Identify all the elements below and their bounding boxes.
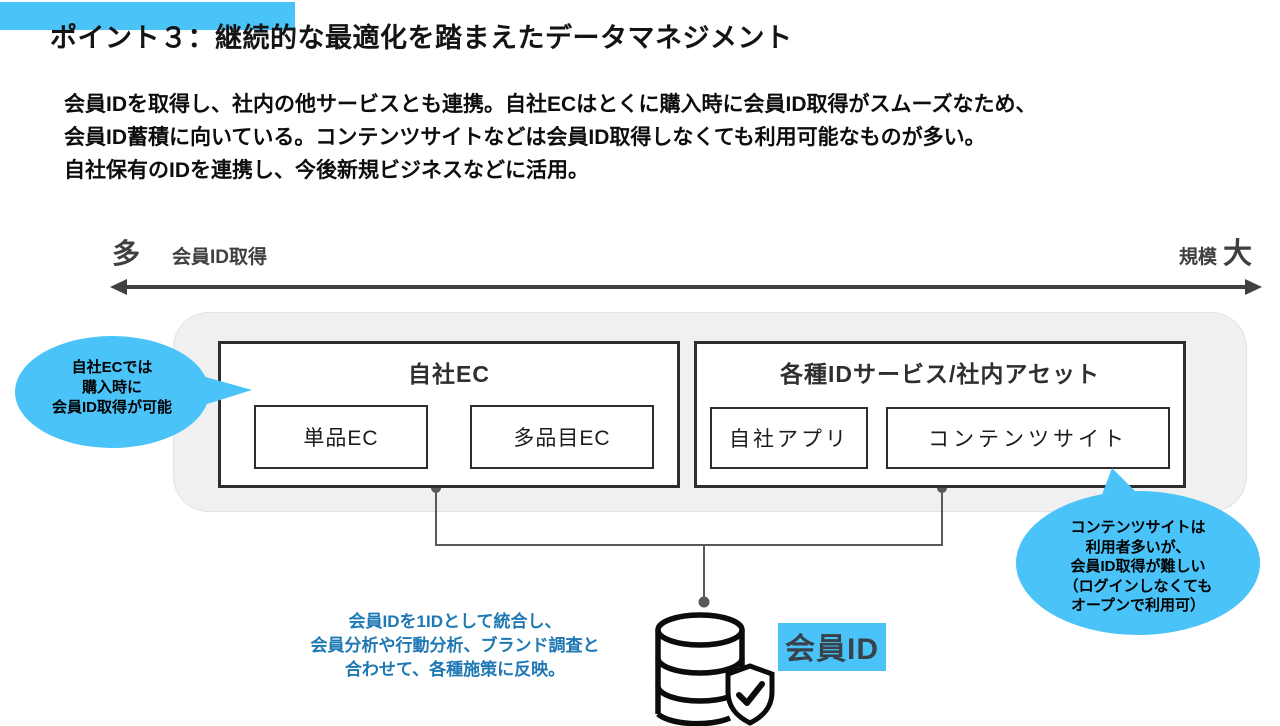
own-app-box: 自社アプリ: [710, 407, 868, 469]
bubble-line: 自社ECでは: [71, 359, 153, 376]
note-line: 合わせて、各種施策に反映。: [344, 660, 566, 679]
member-id-label-wrap: 会員ID: [778, 623, 886, 671]
intro-paragraph: 会員IDを取得し、社内の他サービスとも連携。自社ECはとくに購入時に会員ID取得…: [64, 88, 1037, 187]
right-bubble-text: コンテンツサイトは 利用者多いが、 会員ID取得が難しい （ログインしなくても …: [1030, 518, 1246, 616]
content-site-box: コンテンツサイト: [886, 407, 1170, 469]
id-services-box: 各種IDサービス/社内アセット 自社アプリ コンテンツサイト: [694, 341, 1186, 488]
bubble-line: オープンで利用可）: [1070, 597, 1206, 614]
title-highlight-bar: [0, 2, 295, 30]
bubble-line: 利用者多いが、: [1085, 538, 1191, 556]
id-services-title: 各種IDサービス/社内アセット: [780, 361, 1100, 387]
bubble-line: 購入時に: [81, 379, 142, 396]
axis-label-member-id-acquisition: 会員ID取得: [172, 247, 268, 268]
axis-label-scale: 規模大: [1179, 230, 1252, 272]
bubble-line: コンテンツサイトは: [1070, 519, 1206, 536]
intro-line: 自社保有のIDを連携し、今後新規ビジネスなどに活用。: [64, 159, 589, 182]
page-title: ポイント３：継続的な最適化を踏まえたデータマネジメント: [50, 23, 793, 53]
axis-label-large-text: 大: [1222, 238, 1252, 270]
axis-label-scale-text: 規模: [1178, 247, 1217, 268]
left-bubble-text: 自社ECでは 購入時に 会員ID取得が可能: [17, 358, 207, 418]
own-ec-box: 自社EC 単品EC 多品目EC: [218, 341, 680, 488]
integration-note: 会員IDを1IDとして統合し、 会員分析や行動分析、ブランド調査と 合わせて、各…: [285, 610, 625, 682]
single-item-ec-box: 単品EC: [254, 405, 428, 469]
note-line: 会員IDを1IDとして統合し、: [348, 612, 562, 631]
multi-item-ec-box: 多品目EC: [470, 405, 654, 469]
own-ec-title: 自社EC: [408, 361, 490, 387]
database-shield-icon: [655, 612, 775, 726]
bubble-line: 会員ID取得が可能: [51, 399, 172, 416]
axis-label-many: 多: [112, 238, 141, 269]
shield-check-icon: [725, 663, 775, 726]
member-id-label: 会員ID: [778, 623, 886, 671]
note-line: 会員分析や行動分析、ブランド調査と: [310, 636, 600, 655]
scale-axis-arrow-icon: [110, 279, 1262, 295]
bubble-line: 会員ID取得が難しい: [1070, 558, 1206, 575]
intro-line: 会員ID蓄積に向いている。コンテンツサイトなどは会員ID取得しなくても利用可能な…: [64, 126, 986, 149]
bubble-line: （ログインしなくても: [1063, 577, 1213, 595]
intro-line: 会員IDを取得し、社内の他サービスとも連携。自社ECはとくに購入時に会員ID取得…: [64, 93, 1037, 116]
